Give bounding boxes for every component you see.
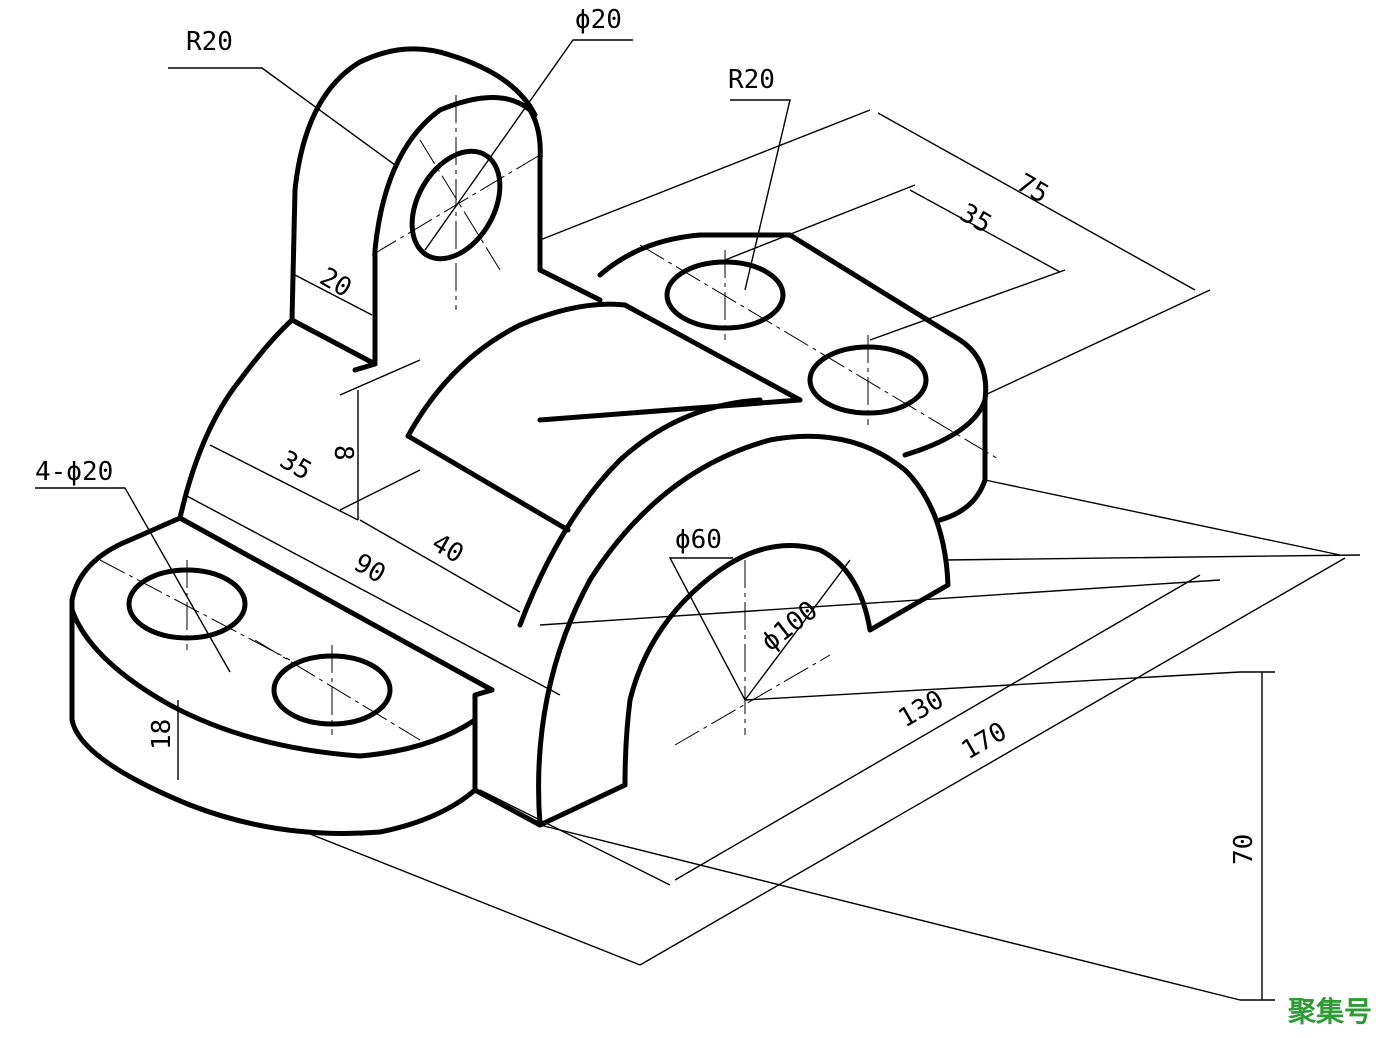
- left-base-plate: [69, 515, 495, 836]
- watermark: 聚集号: [1287, 995, 1372, 1028]
- dim-length-170: 170: [957, 717, 1013, 766]
- dim-lug-hole: ϕ20: [575, 5, 622, 35]
- dim-base-thickness: 18: [147, 719, 177, 750]
- dim-length-130: 130: [894, 685, 950, 734]
- dim-right-radius: R20: [728, 65, 775, 95]
- dim-length-90: 90: [349, 548, 391, 590]
- dim-slot-depth: 8: [328, 445, 358, 461]
- dim-lug-radius: R20: [186, 27, 233, 57]
- dimension-lines: [35, 39, 1361, 1001]
- dim-slot-40: 40: [427, 528, 469, 570]
- dim-lug-thickness: 20: [315, 262, 357, 304]
- dim-width-75: 75: [1012, 168, 1054, 210]
- dim-outer-100: ϕ100: [756, 595, 824, 657]
- upright-lug: [289, 46, 543, 367]
- dim-base-holes: 4-ϕ20: [35, 457, 113, 487]
- main-body: [177, 267, 951, 828]
- dim-height-70: 70: [1229, 834, 1259, 865]
- right-base-plate: [597, 232, 1001, 523]
- dim-bore-60: ϕ60: [675, 525, 722, 555]
